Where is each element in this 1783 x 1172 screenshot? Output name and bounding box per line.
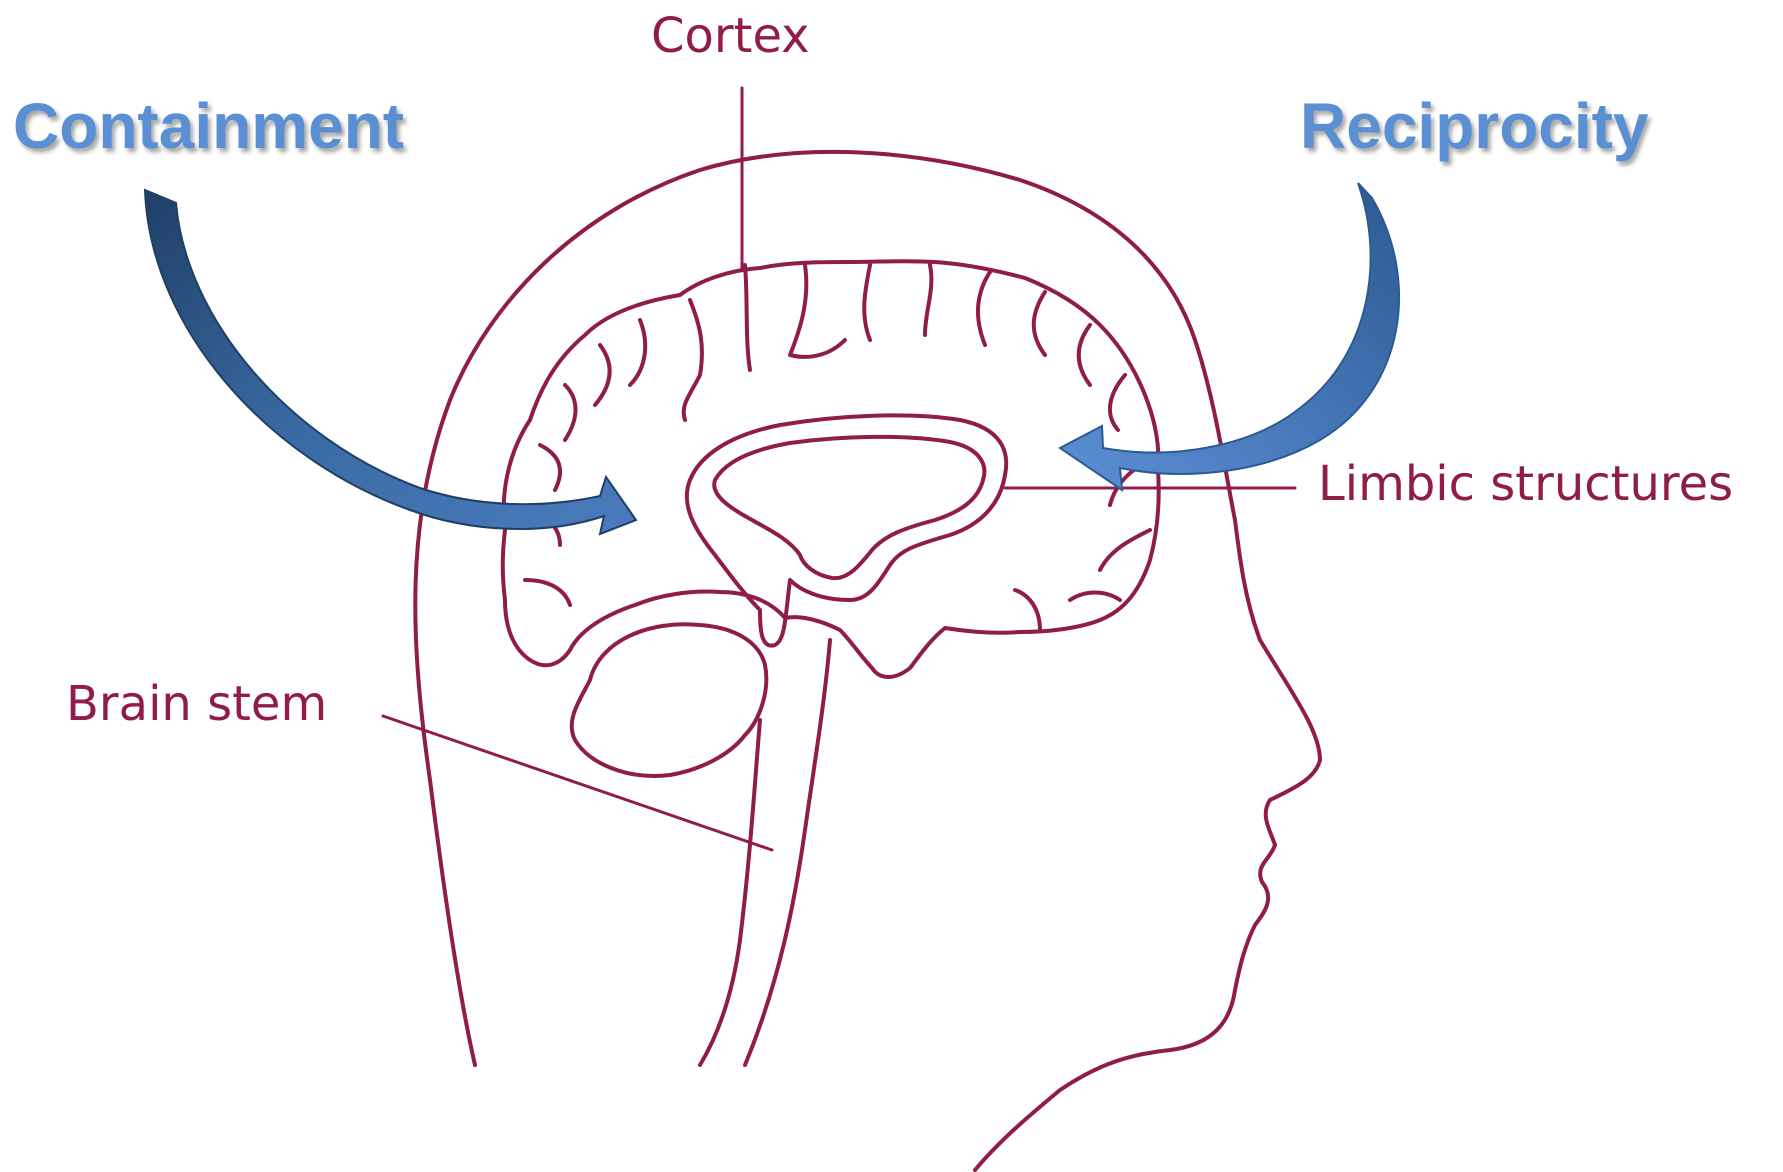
sulcus-5 [565,385,576,440]
sulcus-14 [1079,325,1090,385]
sulcus-3 [630,320,645,385]
sulcus-11 [925,265,931,335]
sulcus-1 [745,265,750,370]
reciprocity-label: Reciprocity [1300,94,1649,158]
limbic-structures-label: Limbic structures [1318,460,1733,508]
sulcus-4 [595,345,610,405]
cortex-outline [503,261,1159,677]
sulcus-9 [790,265,845,357]
containment-label: Containment [13,94,404,158]
sulcus-15 [1110,375,1125,430]
sulcus-2 [684,300,702,420]
sulcus-12 [978,272,990,345]
limbic-outer [687,415,1006,645]
brain-stem-right [745,640,830,1065]
sulcus-10 [864,265,870,340]
cortex-label: Cortex [651,12,810,60]
sulcus-6 [540,445,560,490]
brain-stem-left [700,720,760,1065]
limbic-inner [714,437,984,578]
sulcus-19 [1015,590,1040,630]
containment-arrow [145,190,636,534]
brain-stem-leader-line [383,716,772,850]
cerebellum [572,624,767,776]
brain-stem-label: Brain stem [66,680,327,728]
sulcus-13 [1034,292,1045,355]
sulcus-8 [525,580,570,605]
sulcus-17 [1100,530,1150,570]
sulcus-18 [1070,593,1120,601]
